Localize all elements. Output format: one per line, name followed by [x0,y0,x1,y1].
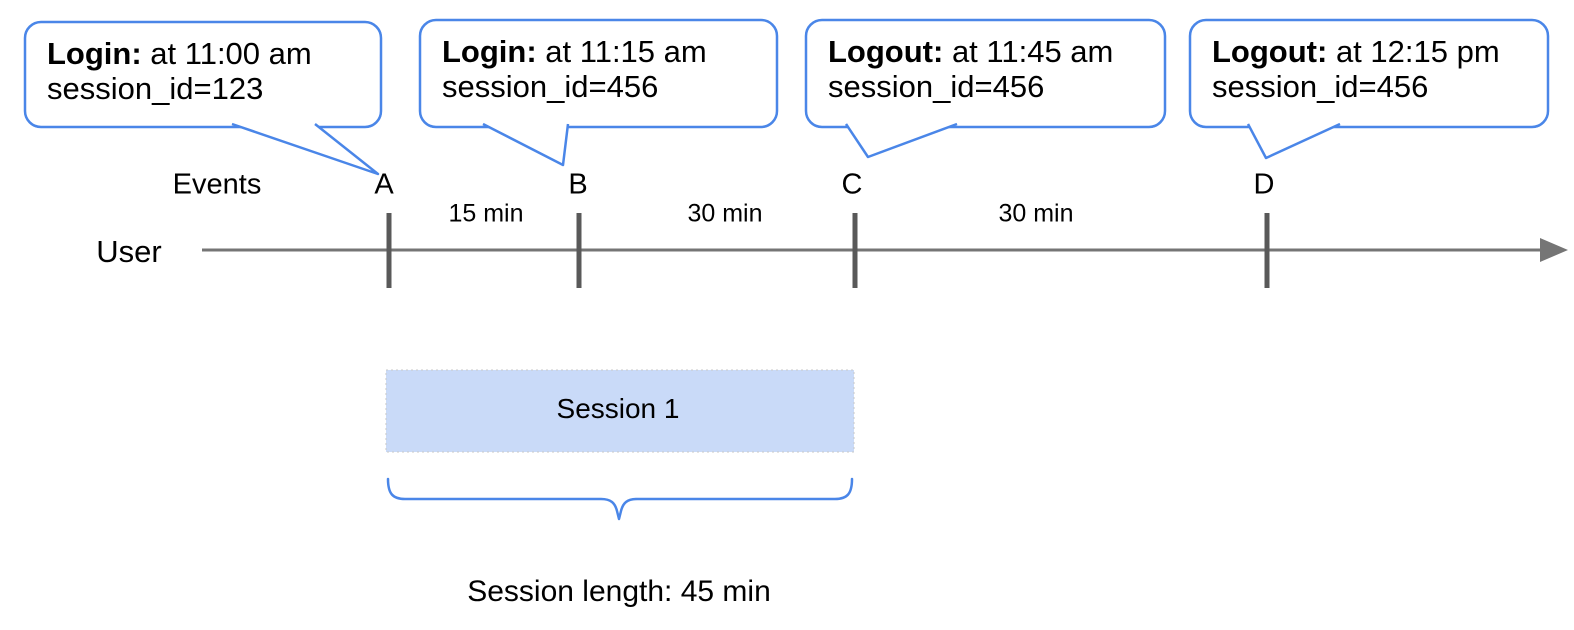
timeline-arrow-icon [1540,238,1568,262]
event-marker-c: C [841,168,863,201]
session-bar-label: Session 1 [556,393,680,424]
user-axis-label: User [96,234,162,269]
callout-tail-b [482,122,570,167]
callout-text-c: Logout: at 11:45 am session_id=456 [828,34,1113,104]
event-marker-d: D [1253,168,1275,201]
callout-line1: Login: at 11:00 am [47,36,312,71]
interval-label-bc: 30 min [687,199,763,228]
session-length-brace [386,477,854,521]
event-time: at 12:15 pm [1327,34,1500,69]
event-time: at 11:15 am [536,34,707,69]
session-bar [385,369,855,453]
callout-text-d: Logout: at 12:15 pm session_id=456 [1212,34,1500,104]
event-time: at 11:45 am [943,34,1114,69]
callout-line2: session_id=456 [1212,69,1429,104]
event-type-label: Logout: [828,34,944,69]
interval-label-ab: 15 min [448,199,524,228]
event-marker-b: B [568,168,588,201]
event-time: at 11:00 am [141,36,312,71]
callout-line1: Logout: at 12:15 pm [1212,34,1500,69]
callout-text-a: Login: at 11:00 am session_id=123 [47,36,312,106]
session-length-caption: Session length: 45 min [467,575,771,608]
callout-tail-a [231,122,380,176]
callout-bubble-b [418,18,779,129]
callout-bubble-d [1188,18,1550,129]
event-marker-a: A [374,168,394,201]
callout-line2: session_id=456 [828,69,1045,104]
callout-text-b: Login: at 11:15 am session_id=456 [442,34,707,104]
event-type-label: Logout: [1212,34,1328,69]
callout-line1: Login: at 11:15 am [442,34,707,69]
events-label: Events [172,168,262,201]
callout-bubble-a [23,20,383,129]
callout-bubble-c [804,18,1167,129]
callout-line2: session_id=123 [47,71,264,106]
callout-tail-d [1246,122,1341,160]
callout-line1: Logout: at 11:45 am [828,34,1113,69]
interval-label-cd: 30 min [998,199,1074,228]
callout-tail-c [844,122,958,159]
event-type-label: Login: [47,36,142,71]
callout-line2: session_id=456 [442,69,659,104]
event-type-label: Login: [442,34,537,69]
